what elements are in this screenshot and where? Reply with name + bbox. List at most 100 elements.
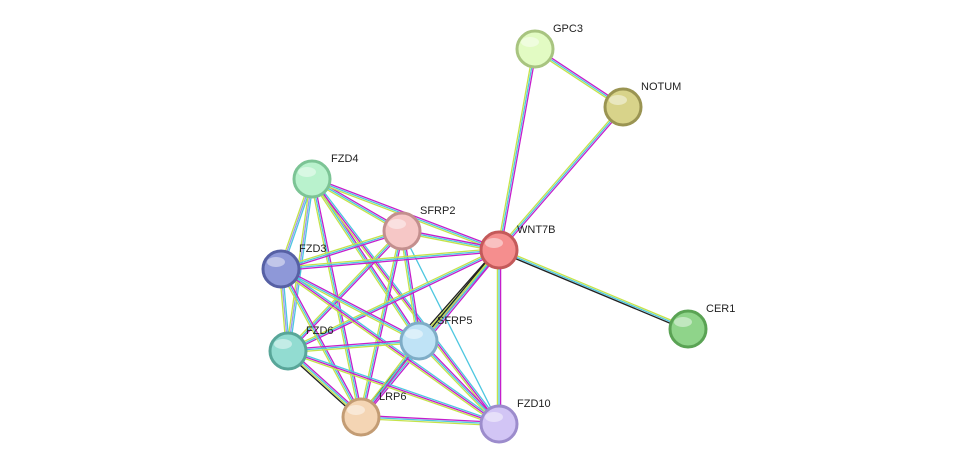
- node-fzd4[interactable]: [292, 159, 332, 199]
- node-fzd3[interactable]: [261, 249, 301, 289]
- node-circle[interactable]: [515, 29, 555, 69]
- edge-strand: [280, 231, 404, 272]
- edge-wnt7b-fzd10: [496, 249, 502, 425]
- edge-lrp6-fzd10: [360, 414, 500, 427]
- edge-strand: [358, 230, 402, 418]
- edge-strand: [280, 247, 500, 269]
- edge-wnt7b-fzd6: [286, 247, 501, 354]
- node-circle[interactable]: [668, 309, 708, 349]
- edge-sfrp2-fzd3: [279, 228, 404, 272]
- node-highlight: [609, 95, 627, 105]
- edge-strand: [496, 48, 535, 251]
- edge-strand: [287, 249, 500, 352]
- edge-strand: [310, 179, 499, 426]
- node-cer1[interactable]: [668, 309, 708, 349]
- node-label-fzd3: FZD3: [299, 243, 327, 255]
- edge-strand: [360, 417, 500, 427]
- edge-strand: [498, 249, 689, 330]
- node-gpc3[interactable]: [515, 29, 555, 69]
- edge-gpc3-wnt7b: [496, 48, 538, 251]
- edge-strand: [497, 250, 689, 332]
- edge-strand: [278, 269, 361, 419]
- edge-strand: [287, 341, 420, 354]
- edge-strand: [498, 247, 690, 329]
- edge-wnt7b-cer1: [497, 247, 690, 332]
- node-circle[interactable]: [268, 331, 308, 371]
- labels-layer: GPC3NOTUMFZD4SFRP2WNT7BFZD3CER1SFRP5FZD6…: [299, 23, 735, 410]
- node-highlight: [274, 339, 292, 349]
- edge-strand: [287, 338, 420, 351]
- node-lrp6[interactable]: [341, 397, 381, 437]
- node-highlight: [674, 317, 692, 327]
- edge-strand: [287, 340, 420, 352]
- edge-strand: [280, 230, 403, 270]
- node-sfrp2[interactable]: [382, 211, 422, 251]
- node-label-notum: NOTUM: [641, 81, 681, 93]
- edge-notum-wnt7b: [497, 105, 625, 252]
- edge-strand: [287, 350, 500, 425]
- edge-fzd6-fzd10: [286, 348, 501, 427]
- edge-strand: [497, 105, 623, 250]
- node-label-cer1: CER1: [706, 303, 735, 315]
- edge-strand: [360, 416, 500, 425]
- edge-strand: [280, 250, 500, 272]
- node-label-fzd10: FZD10: [517, 398, 551, 410]
- node-highlight: [388, 219, 406, 229]
- node-highlight: [405, 329, 423, 339]
- node-wnt7b[interactable]: [479, 230, 519, 270]
- node-highlight: [298, 167, 316, 177]
- node-notum[interactable]: [603, 87, 643, 127]
- node-sfrp5[interactable]: [399, 321, 439, 361]
- edge-strand: [279, 269, 499, 426]
- node-circle[interactable]: [382, 211, 422, 251]
- nodes-layer: [261, 29, 708, 444]
- node-label-lrp6: LRP6: [379, 391, 407, 403]
- node-fzd10[interactable]: [479, 404, 519, 444]
- node-highlight: [267, 257, 285, 267]
- edge-strand: [288, 231, 404, 353]
- node-label-gpc3: GPC3: [553, 23, 583, 35]
- edge-wnt7b-fzd3: [280, 247, 500, 272]
- edge-fzd4-fzd10: [310, 177, 501, 426]
- edge-strand: [498, 106, 624, 251]
- edge-strand: [280, 268, 362, 418]
- node-circle[interactable]: [479, 404, 519, 444]
- edge-strand: [360, 230, 403, 418]
- node-circle[interactable]: [479, 230, 519, 270]
- edge-strand: [498, 48, 536, 251]
- edge-strand: [287, 230, 403, 352]
- edge-strand: [499, 48, 538, 251]
- edge-strand: [280, 268, 500, 425]
- edge-strand: [286, 351, 500, 427]
- node-label-fzd6: FZD6: [306, 325, 334, 337]
- edge-strand: [281, 267, 364, 417]
- edge-strand: [499, 107, 625, 252]
- node-circle[interactable]: [399, 321, 439, 361]
- node-circle[interactable]: [292, 159, 332, 199]
- node-label-fzd4: FZD4: [331, 153, 359, 165]
- node-circle[interactable]: [603, 87, 643, 127]
- node-fzd6[interactable]: [268, 331, 308, 371]
- node-label-sfrp5: SFRP5: [437, 315, 472, 327]
- edge-fzd6-sfrp5: [287, 338, 420, 354]
- edge-strand: [311, 178, 500, 425]
- edge-strand: [286, 229, 402, 351]
- node-highlight: [485, 238, 503, 248]
- edge-sfrp2-fzd10: [401, 230, 500, 425]
- edge-strand: [280, 249, 500, 270]
- node-label-wnt7b: WNT7B: [517, 224, 556, 236]
- edge-strand: [287, 348, 501, 424]
- node-highlight: [521, 37, 539, 47]
- edge-strand: [360, 414, 500, 424]
- node-circle[interactable]: [341, 397, 381, 437]
- edge-strand: [280, 268, 420, 342]
- edge-strand: [286, 247, 499, 351]
- edge-strand: [288, 250, 501, 354]
- edge-strand: [310, 179, 419, 343]
- edge-strand: [312, 177, 501, 424]
- edge-strand: [401, 230, 500, 425]
- edge-fzd3-lrp6: [278, 267, 364, 419]
- node-circle[interactable]: [261, 249, 301, 289]
- edge-strand: [279, 228, 403, 269]
